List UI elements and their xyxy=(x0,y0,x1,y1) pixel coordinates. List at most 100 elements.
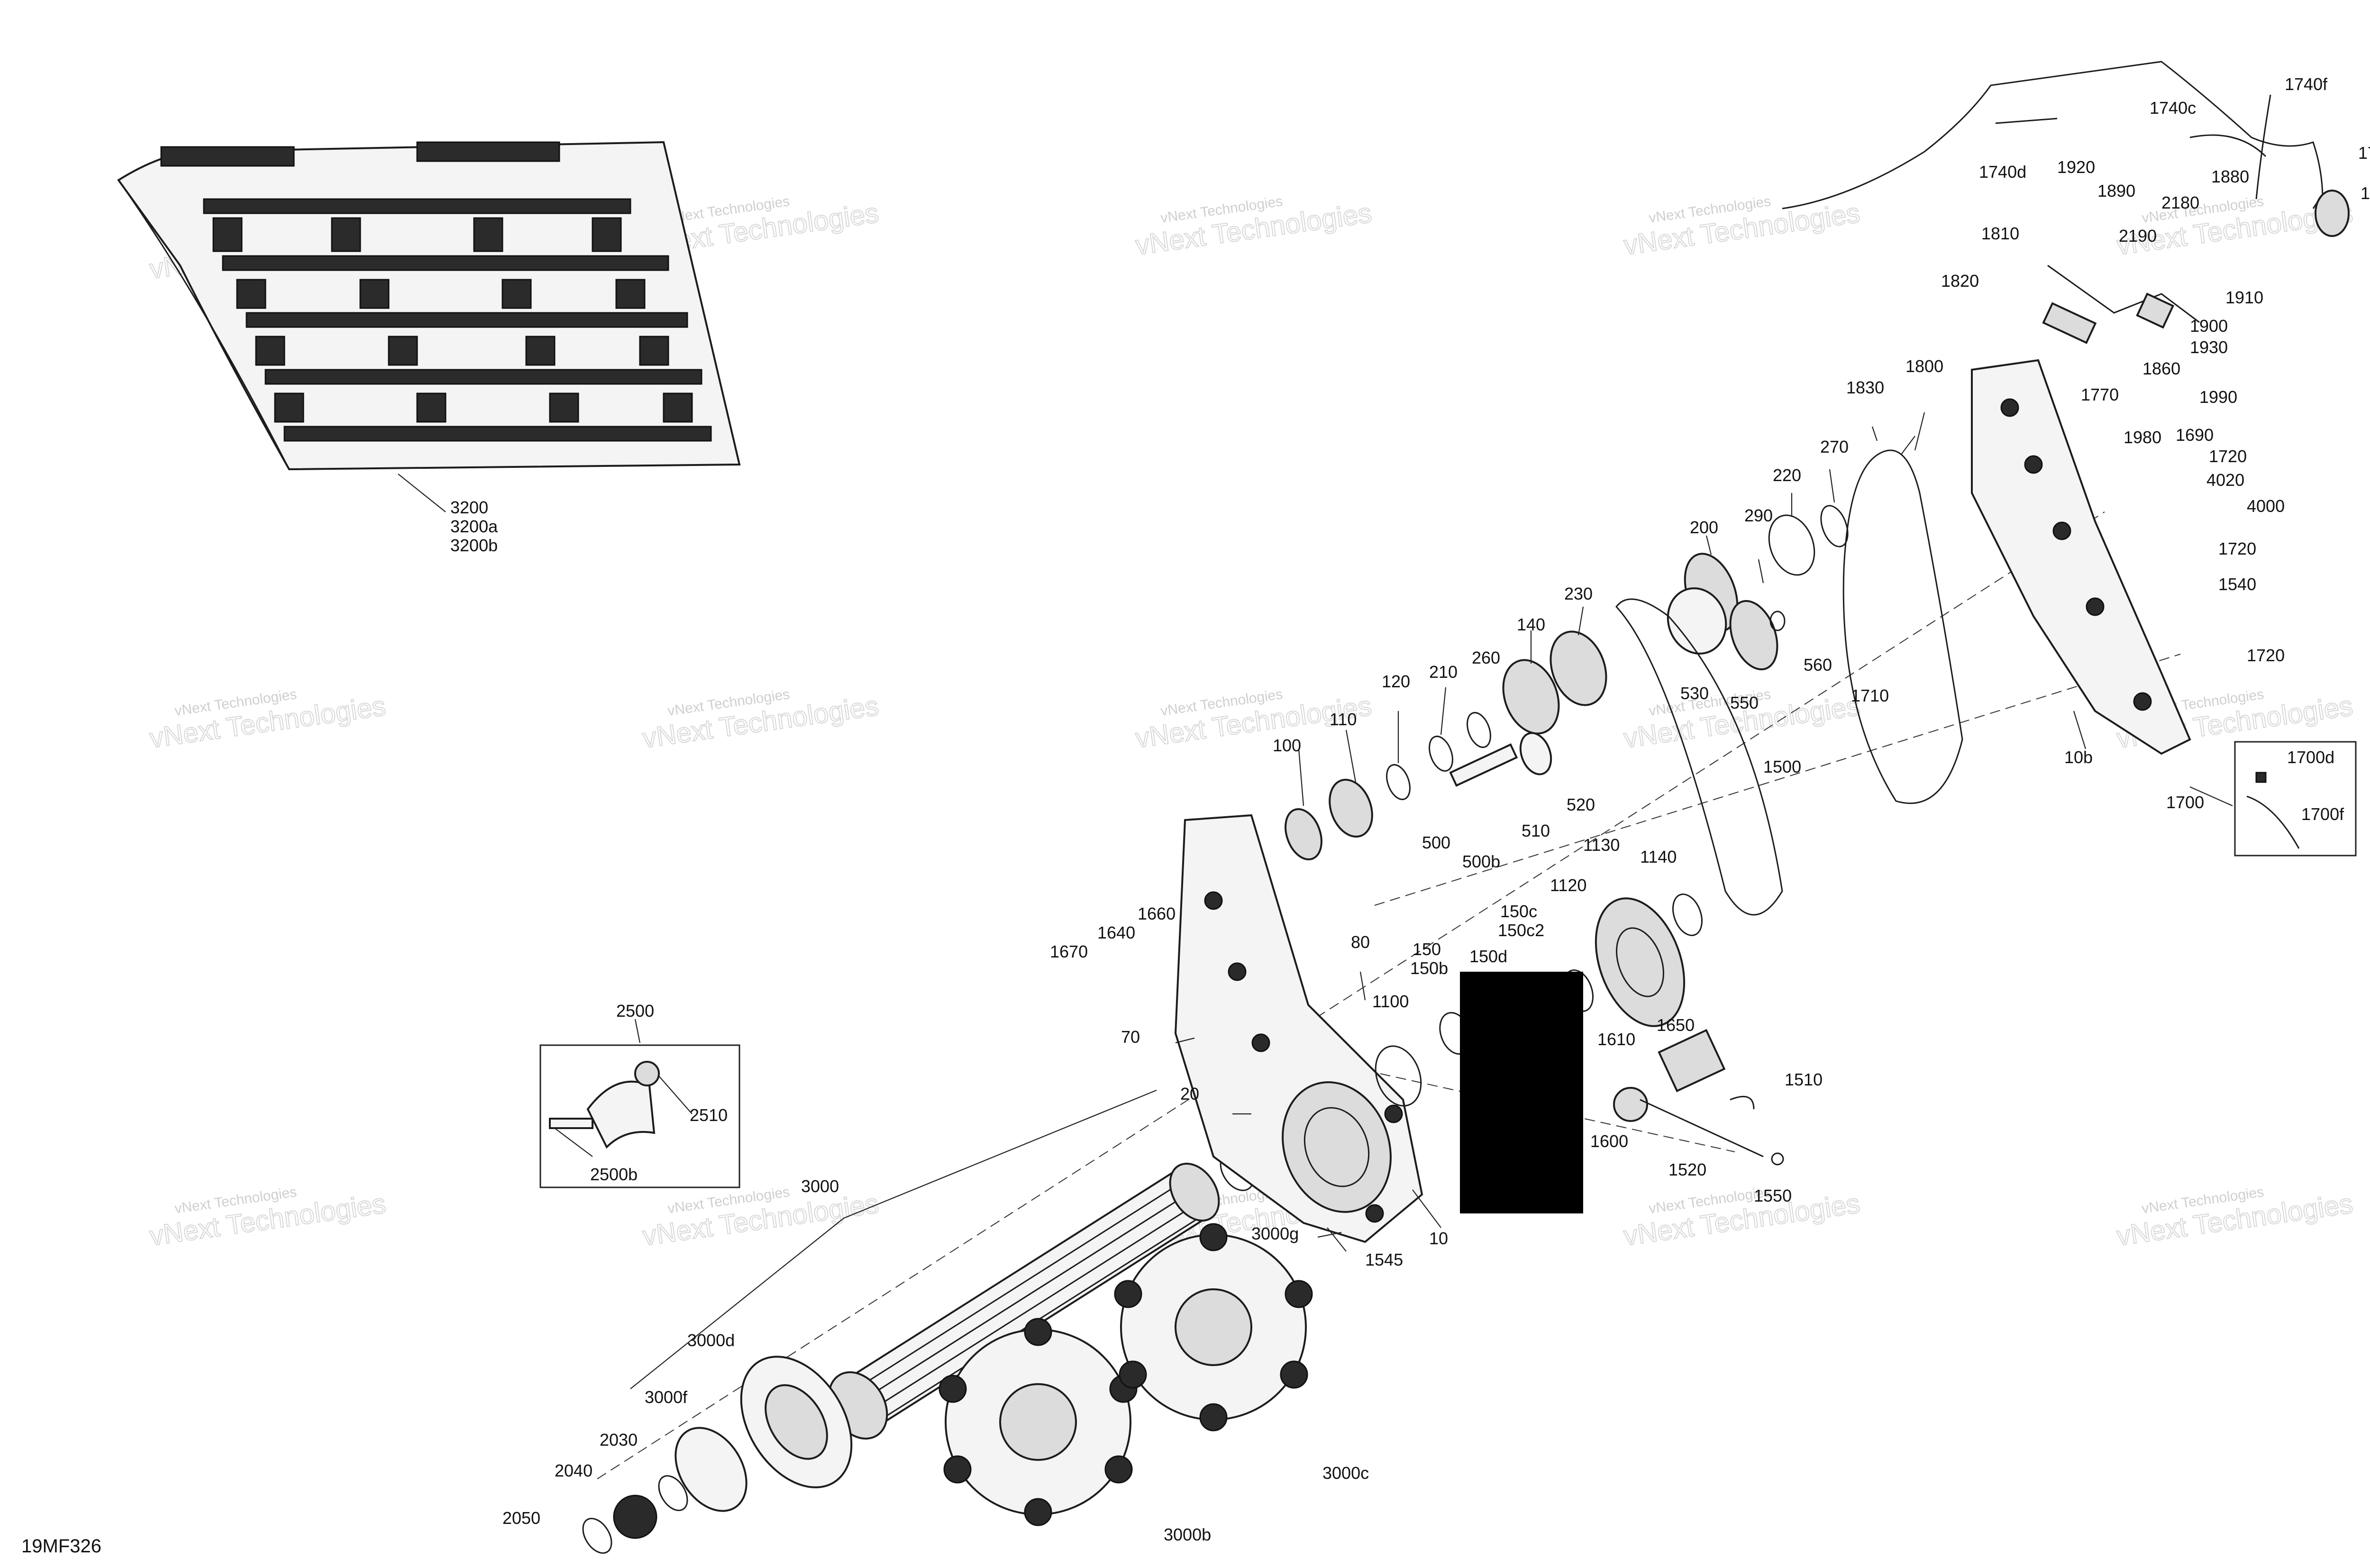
callout-210: 210 xyxy=(1429,662,1458,682)
callout-1810: 1810 xyxy=(1981,224,2019,243)
tensioner-assembly xyxy=(1613,1029,1784,1166)
callout-1130: 1130 xyxy=(1583,835,1620,855)
callout-1740d: 1740d xyxy=(1979,162,2026,182)
callout-120: 120 xyxy=(1382,672,1410,691)
callout-150: 150 xyxy=(1413,939,1441,959)
callout-220: 220 xyxy=(1773,465,1801,485)
callout-1550: 1550 xyxy=(1754,1186,1792,1205)
callout-260: 260 xyxy=(1472,648,1500,667)
callout-1100: 1100 xyxy=(1372,992,1409,1011)
callout-1740a: 1740a xyxy=(2361,183,2370,203)
callout-1830: 1830 xyxy=(1846,378,1884,397)
callout-3000: 3000 xyxy=(801,1176,839,1196)
callout-1890: 1890 xyxy=(2097,181,2135,201)
callout-1540: 1540 xyxy=(2218,574,2256,594)
callout-150b: 150b xyxy=(1410,958,1448,978)
callout-1690: 1690 xyxy=(2176,425,2214,445)
track-assembly: 3200 3200a 3200b xyxy=(117,141,741,555)
callout-1610: 1610 xyxy=(1597,1030,1635,1049)
callout-3000f: 3000f xyxy=(645,1387,688,1407)
callout-1860: 1860 xyxy=(2142,359,2180,378)
callout-2180: 2180 xyxy=(2161,193,2199,212)
callout-1740c: 1740c xyxy=(2150,98,2196,118)
callout-2500b: 2500b xyxy=(590,1165,638,1184)
callout-1700: 1700 xyxy=(2166,793,2204,812)
callout-10: 10 xyxy=(1429,1229,1448,1248)
callout-80: 80 xyxy=(1351,932,1370,952)
callout-560: 560 xyxy=(1804,655,1832,675)
hose-detail-box xyxy=(2189,741,2357,857)
sprocket xyxy=(1114,1223,1313,1431)
callout-1520: 1520 xyxy=(1668,1160,1706,1179)
callout-1670: 1670 xyxy=(1050,942,1088,961)
callout-1120: 1120 xyxy=(1550,875,1586,895)
callout-1500: 1500 xyxy=(1763,757,1801,776)
callout-1990: 1990 xyxy=(2199,387,2237,407)
callout-2500: 2500 xyxy=(616,1001,654,1021)
callout-550: 550 xyxy=(1730,693,1759,712)
callout-1660: 1660 xyxy=(1138,904,1176,923)
callout-530: 530 xyxy=(1680,684,1709,703)
brake-line xyxy=(1782,61,2350,344)
callout-100: 100 xyxy=(1273,736,1301,755)
callout-3000b: 3000b xyxy=(1164,1525,1211,1544)
callout-150d: 150d xyxy=(1469,947,1507,966)
callout-track-b: 3200b xyxy=(450,536,498,555)
callout-1510: 1510 xyxy=(1785,1070,1823,1089)
upper-gears xyxy=(1285,449,1963,1107)
callout-1650: 1650 xyxy=(1657,1015,1695,1035)
callout-1710: 1710 xyxy=(1851,686,1889,705)
chaincase-inner xyxy=(1174,814,1423,1243)
callout-2050: 2050 xyxy=(502,1508,540,1528)
callout-20: 20 xyxy=(1180,1084,1199,1103)
callout-1545: 1545 xyxy=(1365,1250,1403,1269)
callout-1720c: 1720 xyxy=(2247,646,2285,665)
callout-1910: 1910 xyxy=(2225,288,2263,307)
callout-1600: 1600 xyxy=(1590,1131,1628,1151)
chaincase-outer xyxy=(1971,359,2191,755)
callout-200: 200 xyxy=(1690,518,1718,537)
callout-1930: 1930 xyxy=(2190,337,2228,357)
callout-520: 520 xyxy=(1567,795,1595,814)
callout-1900: 1900 xyxy=(2190,316,2228,336)
diagram-code: 19MF326 xyxy=(21,1536,101,1557)
redacted-area xyxy=(1460,972,1583,1213)
callout-110: 110 xyxy=(1330,710,1357,729)
track-lugs xyxy=(160,141,712,442)
callout-70: 70 xyxy=(1121,1027,1140,1047)
callout-230: 230 xyxy=(1564,584,1593,603)
leader-lines xyxy=(1175,412,2087,1252)
callout-510: 510 xyxy=(1522,821,1550,840)
callout-3000c: 3000c xyxy=(1322,1463,1369,1483)
callout-1770: 1770 xyxy=(2081,385,2119,404)
callout-1720b: 1720 xyxy=(2218,539,2256,558)
callout-4000: 4000 xyxy=(2247,496,2285,516)
callout-3000g: 3000g xyxy=(1251,1224,1299,1243)
callout-10b: 10b xyxy=(2064,748,2093,767)
callout-1800: 1800 xyxy=(1905,356,1943,376)
callout-2510: 2510 xyxy=(690,1105,728,1125)
callout-2040: 2040 xyxy=(555,1461,592,1480)
callout-270: 270 xyxy=(1820,437,1849,456)
guard-detail-box xyxy=(539,1019,740,1188)
callout-track-line1: 3200 xyxy=(450,498,488,517)
callout-1140: 1140 xyxy=(1640,847,1677,866)
callout-2030: 2030 xyxy=(600,1430,638,1449)
callout-1640: 1640 xyxy=(1097,923,1135,942)
callout-1700d: 1700d xyxy=(2287,748,2334,767)
callout-3000d: 3000d xyxy=(687,1331,735,1350)
callouts: 10 10b 20 70 80 100 110 120 140 150 150b… xyxy=(502,74,2370,1544)
callout-150c2: 150c2 xyxy=(1498,921,1544,940)
callout-track-a: 3200a xyxy=(450,517,498,536)
callout-1880: 1880 xyxy=(2211,167,2249,186)
callout-1740f: 1740f xyxy=(2285,74,2328,94)
callout-290: 290 xyxy=(1744,506,1773,525)
callout-500b: 500b xyxy=(1462,852,1500,871)
callout-1740b: 1740b xyxy=(2358,143,2370,163)
callout-4020: 4020 xyxy=(2206,470,2244,490)
callout-1820: 1820 xyxy=(1941,271,1979,291)
callout-2190: 2190 xyxy=(2119,226,2157,246)
callout-1980: 1980 xyxy=(2124,428,2161,447)
callout-500: 500 xyxy=(1422,833,1450,852)
